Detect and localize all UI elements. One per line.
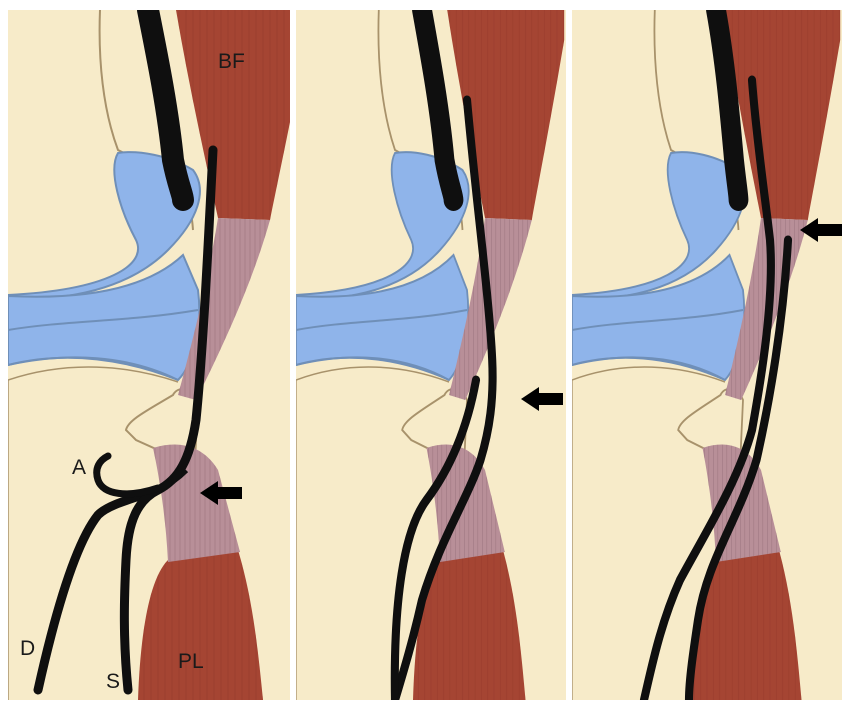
top-margin	[0, 0, 846, 10]
panel-1: BF PL A D S	[8, 0, 308, 701]
label-pl: PL	[178, 650, 204, 673]
label-bf: BF	[218, 50, 245, 73]
label-deep: D	[20, 637, 35, 660]
panel-2	[296, 0, 566, 701]
label-superficial: S	[106, 670, 120, 693]
panel-3	[572, 0, 842, 701]
panel-divider	[566, 0, 572, 701]
left-margin	[0, 0, 8, 701]
label-articular: A	[72, 456, 86, 479]
panel-divider	[290, 0, 296, 701]
